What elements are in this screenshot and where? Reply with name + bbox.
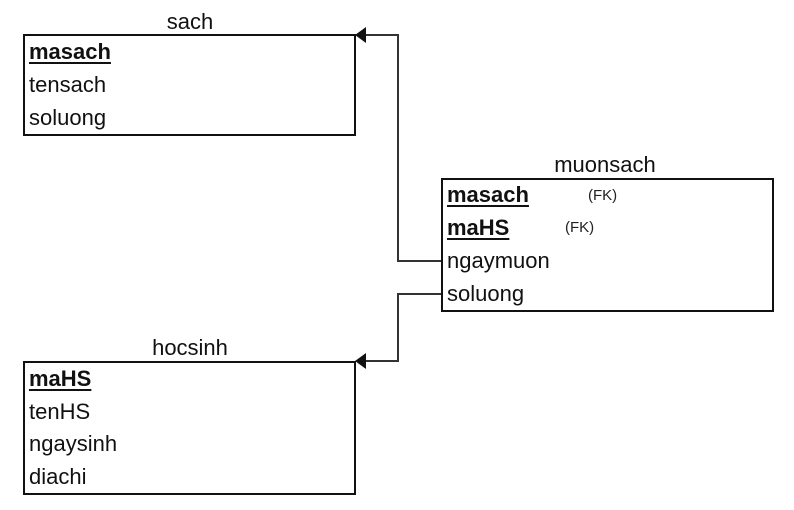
fk-label-masach: (FK) [588, 187, 618, 204]
attribute-tenhs: tenHS [29, 399, 91, 424]
relation-line-muonsach-sach [366, 34, 441, 262]
attribute-soluong: soluong [29, 105, 107, 130]
entity-box-muonsach[interactable]: masach (FK) maHS (FK) ngaymuon soluong [441, 178, 774, 312]
entity-box-hocsinh[interactable]: maHS tenHS ngaysinh diachi [23, 361, 356, 495]
fk-label-mahs: (FK) [565, 219, 595, 236]
attribute-masach: masach [447, 182, 529, 207]
attribute-masach: masach [29, 39, 111, 64]
attribute-diachi: diachi [29, 464, 87, 489]
attribute-tensach: tensach [29, 72, 107, 97]
entity-title-hocsinh: hocsinh [152, 335, 228, 360]
relation-line-muonsach-hocsinh [366, 293, 441, 362]
entity-title-sach: sach [166, 9, 214, 34]
entity-box-sach[interactable]: masach tensach soluong [23, 34, 356, 136]
attribute-soluong: soluong [447, 281, 525, 306]
entity-title-muonsach: muonsach [554, 152, 656, 177]
arrowhead-hocsinh [355, 353, 366, 369]
attribute-ngaymuon: ngaymuon [447, 248, 550, 273]
attribute-ngaysinh: ngaysinh [29, 431, 118, 456]
attribute-mahs: maHS [447, 215, 510, 240]
arrowhead-sach [355, 27, 366, 43]
attribute-mahs: maHS [29, 366, 92, 391]
